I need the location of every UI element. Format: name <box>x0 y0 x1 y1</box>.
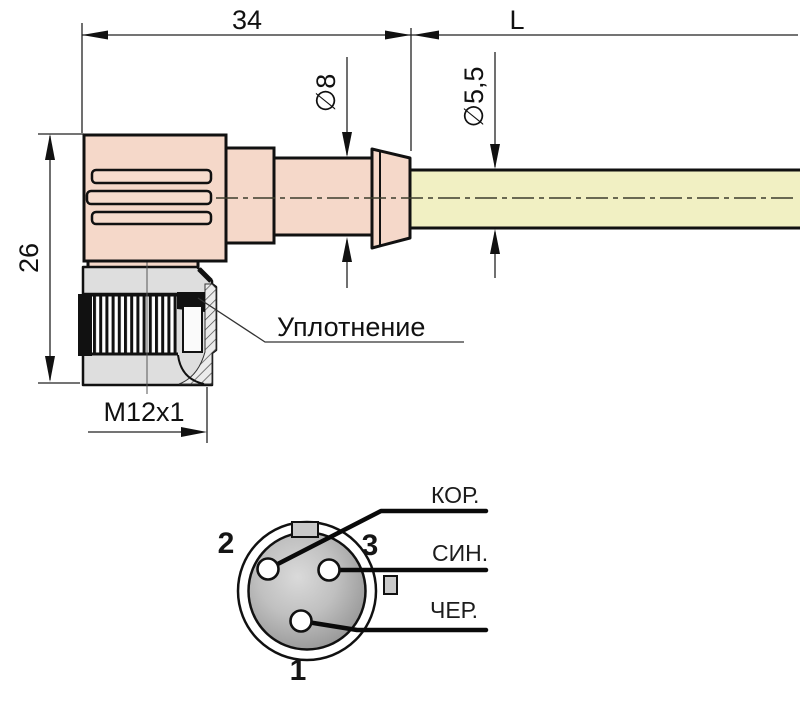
arrow-up-icon <box>490 229 500 254</box>
dimension-26: 26 <box>14 133 84 384</box>
arrow-left-icon <box>82 30 108 40</box>
dim-dia8-label: ∅8 <box>311 74 341 113</box>
seal-leader-line <box>197 297 464 343</box>
pin-1 <box>289 609 313 633</box>
connector-side-view <box>78 133 800 394</box>
side-notch <box>383 575 398 595</box>
body-grooves <box>85 168 213 226</box>
arrow-down-icon <box>342 132 352 157</box>
pin-3 <box>317 558 341 582</box>
pin-2 <box>256 557 280 581</box>
keyway-tab <box>291 521 319 538</box>
arrow-up-icon <box>342 237 352 262</box>
seal-label: Уплотнение <box>277 312 425 342</box>
cable <box>408 168 800 230</box>
body-neck <box>224 146 276 245</box>
dimension-34: 34 <box>81 5 412 151</box>
arrow-down-icon <box>45 356 55 382</box>
arrow-right-icon <box>181 427 207 437</box>
thread-callout: M12x1 <box>88 387 208 443</box>
dim-dia55-label: ∅5,5 <box>459 66 489 127</box>
thread-label: M12x1 <box>103 397 184 427</box>
dim-26-label: 26 <box>14 243 44 273</box>
wire-brown-label: КОР. <box>431 482 479 508</box>
wire-black-line <box>298 618 489 633</box>
pin-2-label: 2 <box>218 527 235 560</box>
arrow-down-icon <box>490 144 500 169</box>
wire-brown-line <box>265 508 489 572</box>
coupling-nut <box>78 257 218 394</box>
arrow-left-icon <box>413 30 439 40</box>
pin-3-label: 3 <box>362 529 379 562</box>
gland-cylinder <box>272 156 374 237</box>
seal-pocket <box>182 305 203 353</box>
arrow-up-icon <box>45 134 55 160</box>
seal-callout: Уплотнение <box>197 297 464 343</box>
cutaway-hatch <box>178 283 217 385</box>
wire-black-label: ЧЕР. <box>430 597 478 623</box>
dia-8-callout: ∅8 <box>311 57 352 288</box>
wire-blue-label: СИН. <box>432 540 488 566</box>
pin-1-label: 1 <box>290 654 307 687</box>
dia-55-callout: ∅5,5 <box>459 52 500 278</box>
pin-face-diagram: 2 3 1 КОР. СИН. ЧЕР. <box>218 482 489 687</box>
dimension-L: L <box>411 5 798 40</box>
dim-L-label: L <box>509 5 524 35</box>
dim-34-label: 34 <box>232 5 262 35</box>
thread-section <box>92 296 177 353</box>
arrow-right-icon <box>385 30 411 40</box>
